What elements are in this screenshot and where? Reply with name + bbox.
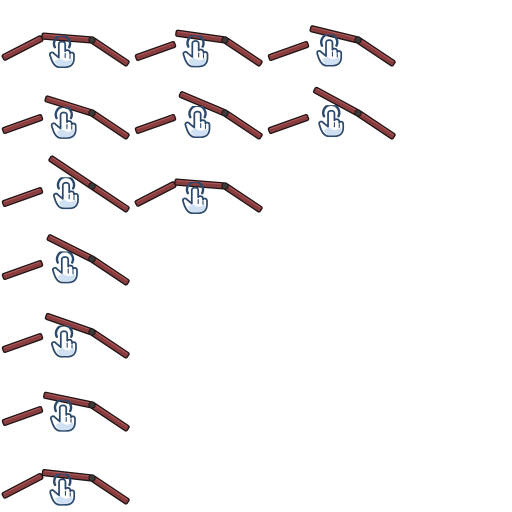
hinge-bolt-icon [88, 109, 96, 117]
tap-hand-icon [184, 106, 211, 138]
left-plank [1, 186, 44, 208]
hinge-bolt-icon [221, 182, 229, 190]
middle-plank [178, 91, 227, 116]
left-plank [1, 113, 44, 135]
animation-frame [134, 91, 263, 140]
left-plank [267, 40, 310, 62]
middle-plank [48, 155, 94, 189]
right-plank [356, 37, 396, 67]
tap-hand-icon [50, 106, 77, 139]
hinge-bolt-icon [221, 36, 229, 44]
left-plank [1, 35, 44, 61]
animation-frame [1, 95, 130, 140]
hinge-bolt-icon [221, 109, 229, 117]
tap-hand-icon [182, 35, 209, 68]
left-plank [134, 181, 177, 207]
animation-frame [134, 29, 263, 68]
left-plank [134, 40, 177, 62]
middle-plank [44, 312, 94, 336]
right-plank [223, 37, 263, 67]
tap-hand-icon [51, 325, 77, 358]
hinge-bolt-icon [88, 328, 96, 336]
tap-hand-icon [53, 177, 79, 210]
hinge-bolt-icon [88, 182, 96, 190]
right-plank [356, 110, 396, 140]
tap-hand-icon [50, 399, 76, 432]
animation-frame [134, 178, 263, 214]
right-plank [90, 329, 130, 359]
tap-hand-icon [316, 34, 343, 67]
right-plank [223, 110, 263, 140]
animation-frame [1, 469, 130, 506]
right-plank [90, 37, 130, 67]
animation-frame [267, 86, 396, 140]
right-plank [90, 183, 130, 213]
animation-frame [1, 391, 130, 432]
left-plank [1, 405, 44, 427]
hinge-bolt-icon [354, 36, 362, 44]
animation-frame [1, 312, 130, 359]
animation-frame [1, 234, 130, 286]
animation-frame [267, 25, 396, 67]
animation-frame [1, 155, 130, 213]
middle-plank [312, 86, 360, 116]
animation-frame [1, 32, 130, 68]
left-plank [1, 259, 44, 281]
right-plank [90, 110, 130, 140]
hinge-bolt-icon [354, 109, 362, 117]
right-plank [90, 402, 130, 432]
tap-hand-icon [52, 251, 78, 284]
hinge-bolt-icon [88, 255, 96, 263]
hinge-bolt-icon [88, 36, 96, 44]
right-plank [90, 475, 130, 505]
hinge-bolt-icon [88, 401, 96, 409]
left-plank [1, 472, 44, 499]
middle-plank [44, 95, 94, 117]
left-plank [1, 332, 44, 354]
right-plank [223, 183, 263, 213]
left-plank [267, 113, 310, 135]
left-plank [134, 113, 177, 135]
right-plank [90, 256, 130, 286]
middle-plank [309, 25, 360, 44]
middle-plank [46, 234, 94, 262]
hinge-bolt-icon [88, 474, 96, 482]
tap-hand-icon [318, 105, 345, 138]
